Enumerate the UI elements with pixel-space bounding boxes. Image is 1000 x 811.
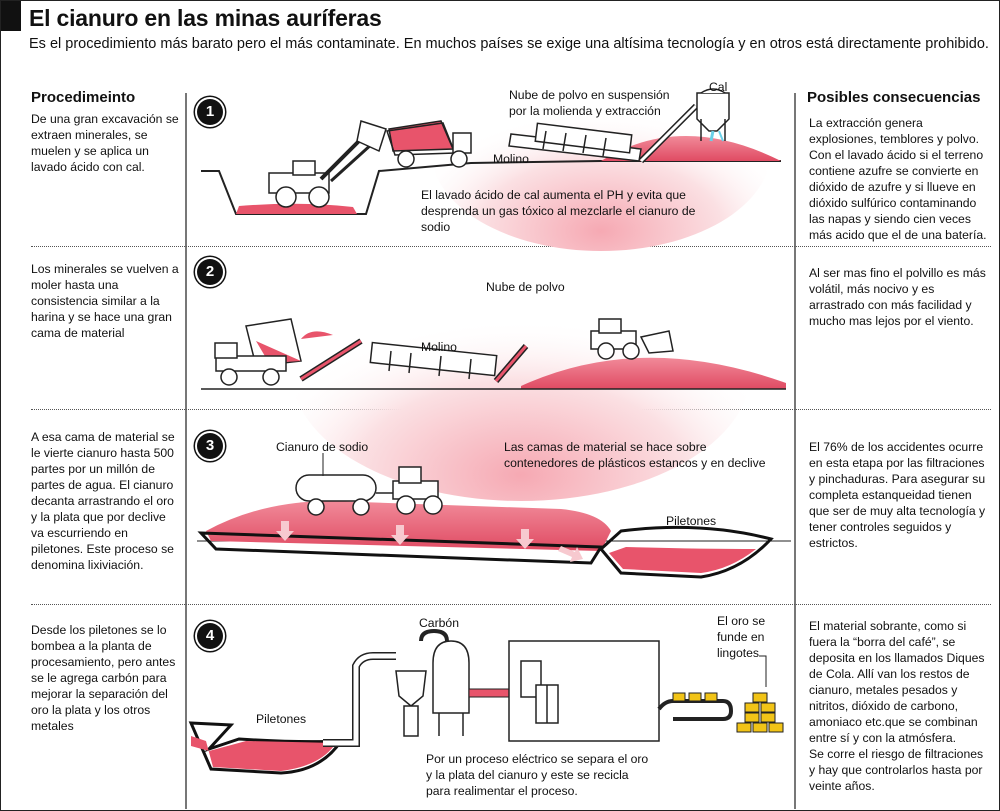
step3-material-bed — [206, 501, 611, 551]
step1-dust-label: Nube de polvo en suspensión por la molie… — [509, 88, 670, 118]
procedure-heading: Procedimeinto — [31, 89, 136, 106]
step3-seepage-arrows — [276, 521, 583, 562]
step4-hopper — [395, 670, 427, 737]
step1-truck — [386, 120, 472, 168]
step2-dust-cloud — [291, 241, 751, 501]
step3-illustration — [197, 453, 791, 579]
step4-pools-label: Piletones — [256, 712, 307, 726]
step4-plant — [508, 640, 660, 742]
step4-consequence-text: El material sobrante, como si fuera la “… — [809, 619, 985, 793]
step2-illustration — [201, 241, 786, 501]
step2-conveyor — [299, 331, 363, 382]
step4-ingots-belt — [672, 692, 718, 702]
step3-pools-label: Piletones — [666, 514, 717, 528]
step3-tanker — [295, 466, 443, 516]
step-divider-3 — [31, 604, 991, 605]
step1-procedure-text: De una gran excavación se extraen minera… — [31, 112, 179, 174]
step-number-2: 2 — [197, 259, 223, 285]
step4-illustration — [188, 628, 784, 775]
step2-material-bed — [521, 357, 786, 389]
step-number-3: 3 — [197, 433, 223, 459]
step2-mill — [369, 341, 529, 383]
step4-ingot-conveyor — [657, 699, 734, 721]
consequences-heading: Posibles consecuencias — [807, 89, 981, 106]
step2-bulldozer — [590, 318, 674, 360]
step1-pit-material — [236, 203, 357, 214]
step2-consequence-text: Al ser mas fino el polvillo es más volát… — [809, 266, 986, 328]
step1-consequence-text: La extracción genera explosiones, temblo… — [809, 116, 987, 242]
step2-mill-label: Molino — [421, 340, 457, 354]
step1-lime-label: Cal — [709, 80, 728, 94]
step4-carbon-tank — [432, 640, 470, 736]
step1-mill-label: Molino — [493, 152, 529, 166]
step3-consequence-text: El 76% de los accidentes ocurre en esta … — [809, 440, 986, 550]
step4-pool-liquid — [191, 736, 336, 771]
step4-procedure-text: Desde los piletones se lo bombea a la pl… — [31, 623, 176, 733]
step1-illustration — [201, 51, 781, 251]
step3-beds-label: Las camas de material se hace sobre cont… — [504, 440, 766, 470]
step1-note: El lavado ácido de cal aumenta el PH y e… — [421, 188, 696, 234]
step4-note: Por un proceso eléctrico se separa el or… — [426, 752, 649, 798]
step-number-4: 4 — [197, 623, 223, 649]
step3-pool-liquid — [609, 547, 756, 573]
step4-pipe-inner — [323, 653, 396, 746]
step2-procedure-text: Los minerales se vuelven a moler hasta u… — [31, 262, 179, 340]
step4-ingots-label: El oro se funde en lingotes — [717, 614, 766, 660]
step4-carbon-label: Carbón — [419, 616, 459, 630]
left-column-divider — [185, 93, 187, 809]
step1-loader — [268, 120, 387, 208]
step4-ingot-stack — [736, 692, 784, 733]
right-column-divider — [794, 93, 796, 809]
step4-pipe-outline — [323, 652, 396, 747]
step2-dust-label: Nube de polvo — [486, 280, 565, 294]
step4-connector — [468, 688, 510, 698]
step1-pit-outline — [201, 160, 781, 215]
step4-ingot-pointer — [759, 655, 767, 687]
step2-truck — [214, 318, 302, 386]
page-subtitle: Es el procedimiento más barato pero el m… — [29, 36, 989, 52]
step1-lime-silo — [696, 88, 730, 142]
step1-mill — [508, 103, 699, 164]
step3-liner — [197, 531, 604, 565]
step3-cyanide-label: Cianuro de sodio — [276, 440, 369, 454]
step3-procedure-text: A esa cama de material se le vierte cian… — [31, 430, 175, 572]
step-number-1: 1 — [197, 99, 223, 125]
page-title: El cianuro en las minas auríferas — [29, 5, 382, 31]
step3-pool-outline — [598, 525, 774, 579]
title-marker — [1, 1, 21, 31]
